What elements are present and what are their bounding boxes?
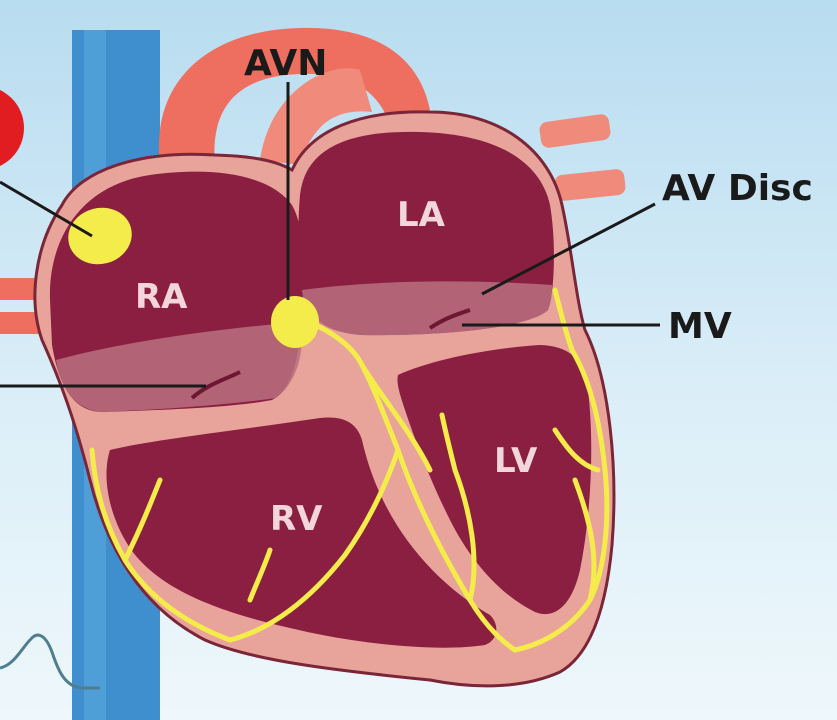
sa-node bbox=[68, 207, 132, 265]
av-node bbox=[271, 296, 319, 348]
label-ra: RA bbox=[135, 277, 188, 317]
tricuspid-valve-plane bbox=[56, 322, 302, 412]
ecg-trace bbox=[0, 633, 100, 690]
right-ventricle bbox=[106, 417, 497, 648]
pulmonary-vein-upper bbox=[539, 114, 611, 148]
av-disc-leader-line bbox=[481, 202, 656, 296]
tricuspid-valve bbox=[190, 370, 241, 400]
left-ventricle bbox=[397, 345, 592, 615]
mitral-valve-plane bbox=[302, 281, 552, 336]
sa-node-leader-line bbox=[0, 180, 93, 238]
label-lv: LV bbox=[494, 441, 538, 481]
label-rv: RV bbox=[270, 499, 323, 539]
pulmonary-vein-lower bbox=[554, 169, 626, 201]
label-av-disc: AV Disc bbox=[662, 168, 813, 209]
mitral-valve bbox=[428, 308, 471, 330]
conduction-pathway bbox=[89, 287, 610, 653]
label-avn: AVN bbox=[244, 43, 327, 84]
sa-node-marker bbox=[0, 90, 24, 166]
label-mv: MV bbox=[668, 306, 732, 347]
label-la: LA bbox=[397, 195, 446, 235]
aortic-arch bbox=[158, 27, 431, 166]
